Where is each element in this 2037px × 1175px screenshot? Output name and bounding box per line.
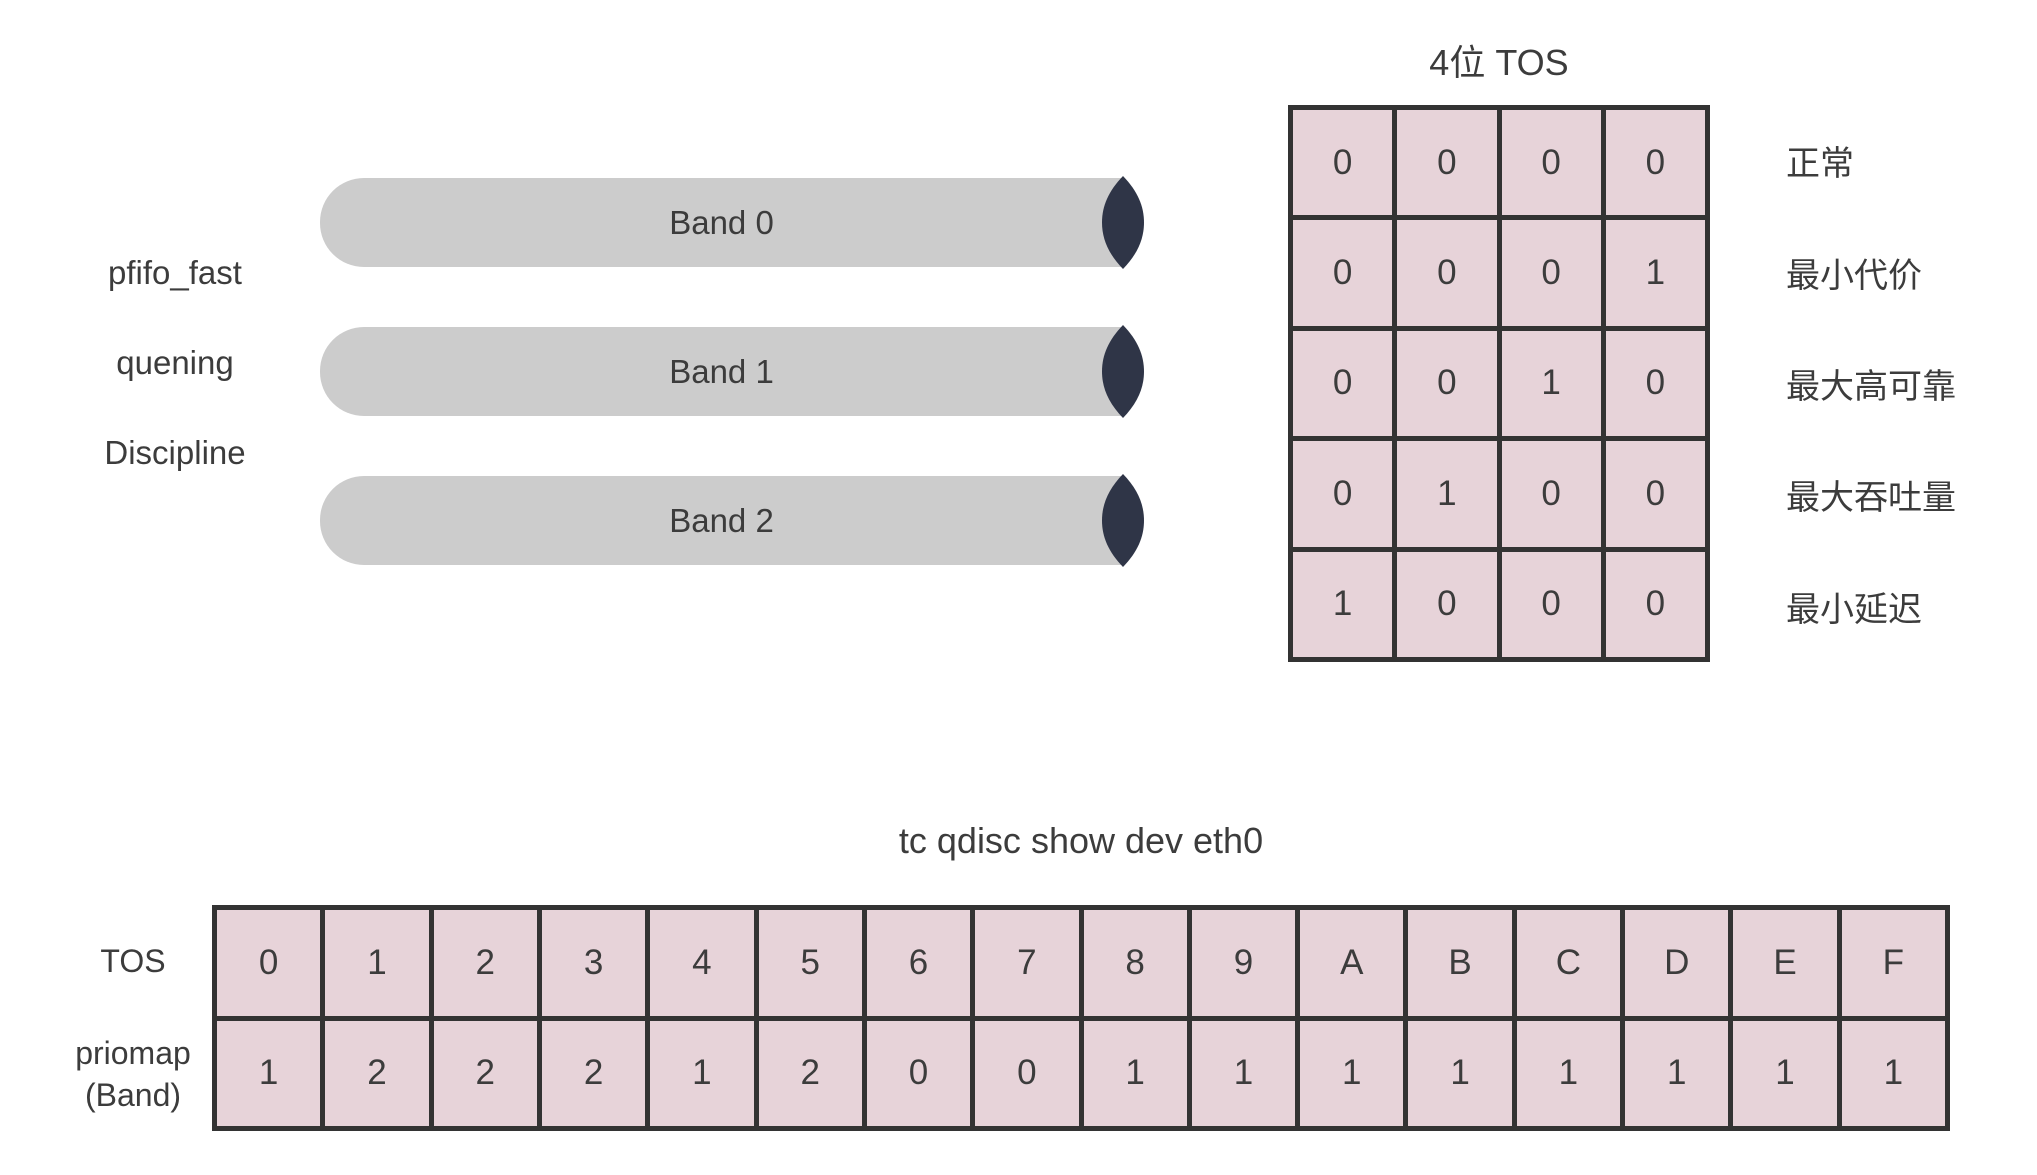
tos-bit-cell-r4c0: 1: [1293, 551, 1393, 657]
priomap-band-cell-7: 0: [975, 1020, 1079, 1126]
priomap-band-cell-1: 2: [325, 1020, 429, 1126]
tos-bit-cell-r3c1: 1: [1397, 441, 1497, 547]
tos-hex-cell-11: B: [1408, 910, 1512, 1016]
tos-hex-cell-14: E: [1733, 910, 1837, 1016]
priomap-table-title: tc qdisc show dev eth0: [898, 820, 1264, 861]
tos-hex-cell-4: 4: [650, 910, 754, 1016]
cylinder-cap-icon: [1102, 325, 1144, 418]
priomap-band-cell-3: 2: [541, 1020, 646, 1126]
band-label-2: Band 2: [669, 501, 774, 539]
tos-hex-cell-3: 3: [541, 910, 646, 1016]
tos-row-label-3: 最大吞吐量: [1786, 479, 1956, 518]
band-0: Band 0: [320, 176, 1144, 269]
tos-bit-cell-r2c0: 0: [1293, 330, 1393, 437]
priomap-band-cell-6: 0: [866, 1020, 971, 1126]
band-1: Band 1: [320, 325, 1144, 418]
tos-bit-cell-r4c3: 0: [1605, 551, 1705, 657]
tos-hex-cell-5: 5: [758, 910, 862, 1016]
priomap-band-cell-13: 1: [1625, 1020, 1729, 1126]
tos-bit-cell-r2c3: 0: [1605, 330, 1705, 437]
priomap-band-cell-11: 1: [1408, 1020, 1512, 1126]
tos-row-header: TOS: [48, 905, 218, 1018]
tos-row-header-label: TOS: [100, 942, 166, 979]
tos-bit-cell-r0c1: 0: [1397, 110, 1497, 216]
tos-hex-cell-8: 8: [1083, 910, 1187, 1016]
priomap-band-cell-14: 1: [1733, 1020, 1837, 1126]
tos-bit-cell-r0c3: 0: [1605, 110, 1705, 216]
tos-hex-cell-10: A: [1300, 910, 1404, 1016]
cylinder-cap-icon: [1102, 176, 1144, 269]
tos-hex-cell-2: 2: [433, 910, 537, 1016]
tos-bit-cell-r3c0: 0: [1293, 441, 1393, 547]
pfifo-label-line-3: Discipline: [104, 434, 246, 471]
tos-hex-cell-6: 6: [866, 910, 971, 1016]
tos-bit-cell-r1c2: 0: [1501, 220, 1601, 326]
tos-hex-cell-13: D: [1625, 910, 1729, 1016]
tos-hex-cell-7: 7: [975, 910, 1079, 1016]
priomap-row-header-line-2: (Band): [84, 1076, 182, 1113]
band-label-0: Band 0: [669, 203, 774, 241]
tos-bit-cell-r3c3: 0: [1605, 441, 1705, 547]
priomap-band-cell-10: 1: [1300, 1020, 1404, 1126]
pfifo-label-line-1: pfifo_fast: [108, 254, 242, 291]
priomap-row-headers: TOS priomap (Band): [48, 905, 218, 1131]
priomap-row-header-line-1: priomap: [75, 1034, 191, 1071]
priomap-band-cell-4: 1: [650, 1020, 754, 1126]
tos-hex-cell-12: C: [1516, 910, 1621, 1016]
tos-table-title: 4位 TOS: [1429, 42, 1569, 83]
pfifo-label-line-2: quening: [116, 344, 234, 381]
tos-bit-cell-r4c1: 0: [1397, 551, 1497, 657]
tos-hex-cell-9: 9: [1191, 910, 1296, 1016]
tos-row-label-1: 最小代价: [1786, 256, 1922, 295]
band-label-1: Band 1: [669, 352, 774, 390]
cylinder-cap-icon: [1102, 474, 1144, 567]
tos-bit-cell-r1c0: 0: [1293, 220, 1393, 326]
tos-bit-cell-r1c1: 0: [1397, 220, 1497, 326]
tos-bit-cell-r1c3: 1: [1605, 220, 1705, 326]
tos-bit-cell-r4c2: 0: [1501, 551, 1601, 657]
band-2: Band 2: [320, 474, 1144, 567]
priomap-band-cell-12: 1: [1516, 1020, 1621, 1126]
tos-bit-cell-r0c0: 0: [1293, 110, 1393, 216]
tos-row-labels: 正常最小代价最大高可靠最大吞吐量最小延迟: [1770, 105, 2030, 662]
tos-bit-cell-r3c2: 0: [1501, 441, 1601, 547]
tos-row-label-2: 最大高可靠: [1786, 368, 1956, 407]
priomap-band-cell-8: 1: [1083, 1020, 1187, 1126]
tos-bit-cell-r2c2: 1: [1501, 330, 1601, 437]
priomap-band-cell-2: 2: [433, 1020, 537, 1126]
priomap-band-cell-5: 2: [758, 1020, 862, 1126]
tos-hex-cell-15: F: [1841, 910, 1945, 1016]
priomap-band-cell-9: 1: [1191, 1020, 1296, 1126]
tos-hex-cell-0: 0: [217, 910, 321, 1016]
tos-bit-cell-r2c1: 0: [1397, 330, 1497, 437]
pfifo-qdisc-label: pfifo_fast quening Discipline: [50, 228, 300, 498]
priomap-row-header: priomap (Band): [48, 1018, 218, 1131]
tos-row-label-0: 正常: [1786, 145, 1854, 184]
tos-bit-cell-r0c2: 0: [1501, 110, 1601, 216]
tos-row-label-4: 最小延迟: [1786, 590, 1922, 629]
priomap-band-cell-0: 1: [217, 1020, 321, 1126]
tos-hex-cell-1: 1: [325, 910, 429, 1016]
priomap-band-cell-15: 1: [1841, 1020, 1945, 1126]
